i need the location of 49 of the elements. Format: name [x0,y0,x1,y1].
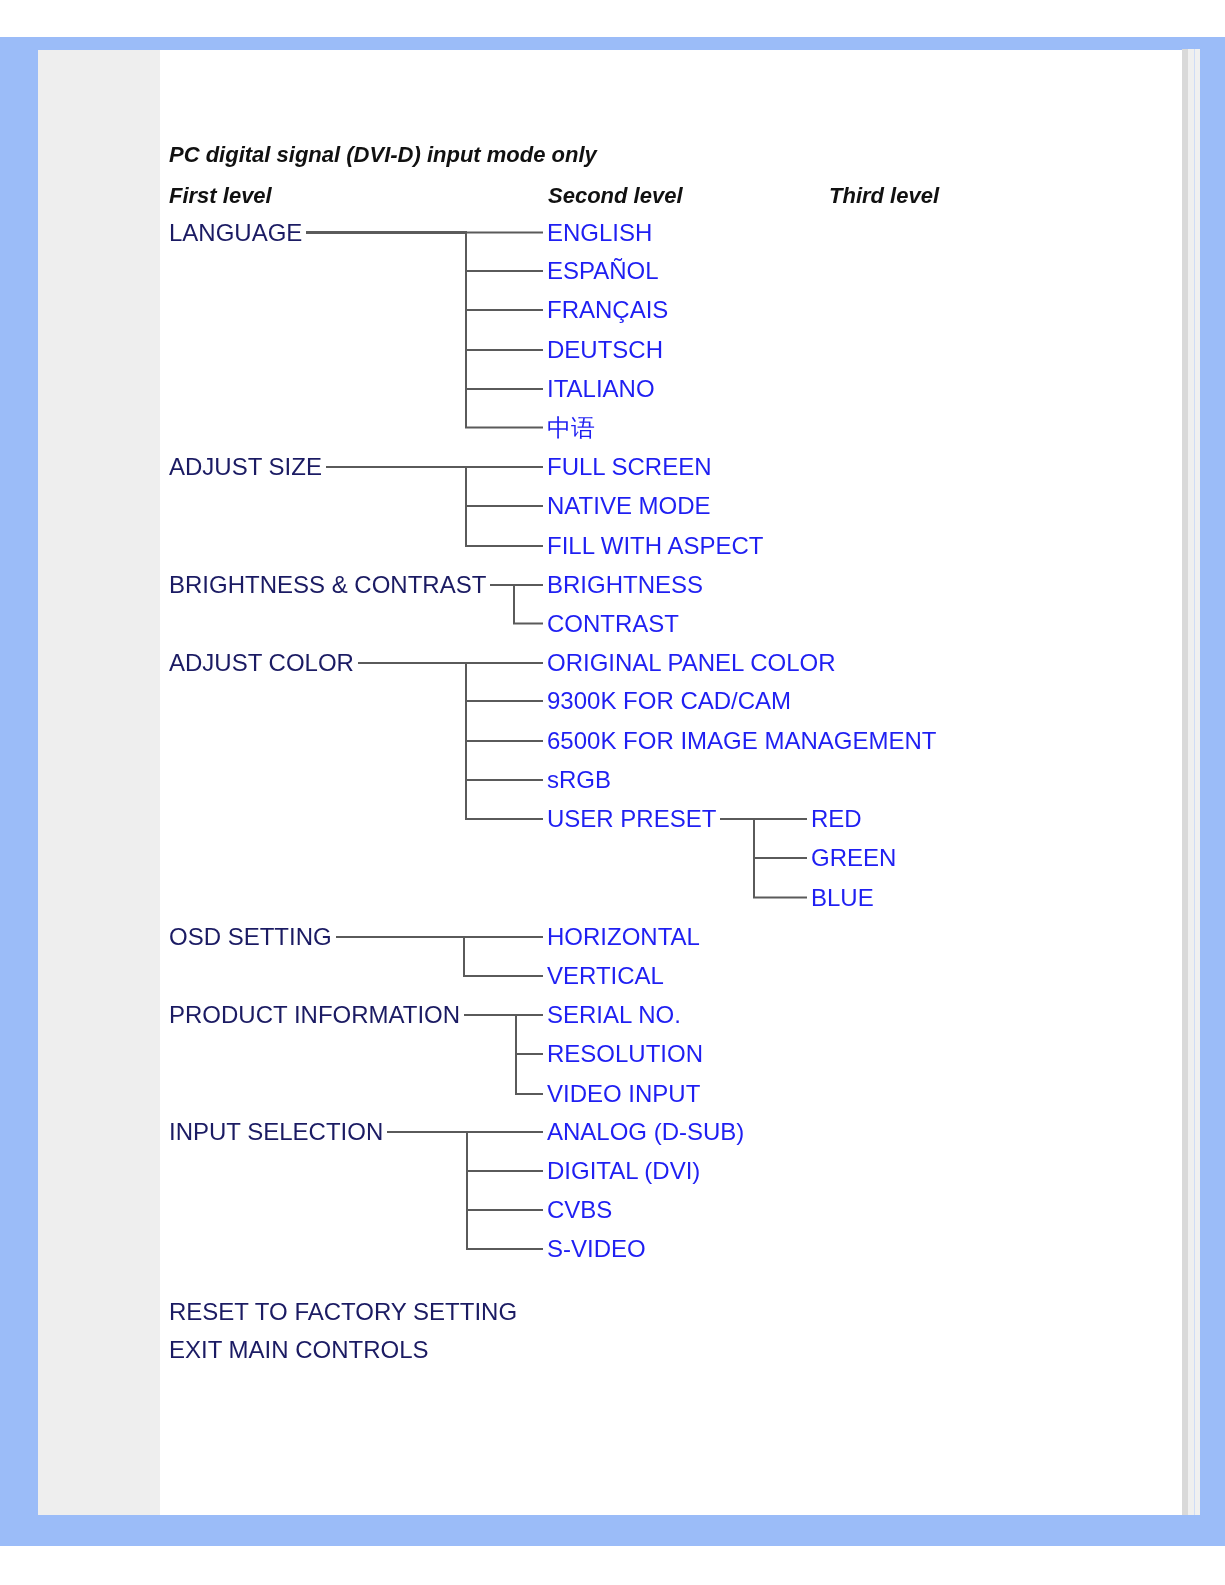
column-heading: Second level [548,182,683,210]
submenu-item: GREEN [807,844,901,872]
submenu-item: DEUTSCH [543,336,667,364]
connector-line [335,936,544,977]
submenu-item: 6500K FOR IMAGE MANAGEMENT [543,727,941,755]
submenu-item: CONTRAST [543,609,683,638]
menu-item: LANGUAGE [165,218,307,247]
submenu-item: 9300K FOR CAD/CAM [543,687,796,715]
menu-item: INPUT SELECTION [165,1118,388,1146]
submenu-item: ANALOG (D-SUB) [543,1118,749,1146]
menu-item: PRODUCT INFORMATION [165,1001,465,1029]
connector-line [719,818,808,899]
submenu-item: DIGITAL (DVI) [543,1157,705,1185]
connector-line [305,231,544,429]
submenu-item: ITALIANO [543,375,659,403]
submenu-item: USER PRESET [543,805,721,833]
connector-line [463,1014,544,1095]
submenu-item: HORIZONTAL [543,923,704,951]
column-heading: Third level [829,182,940,210]
submenu-item: 中语 [543,413,599,442]
column-heading: First level [169,182,272,210]
title: PC digital signal (DVI-D) input mode only [169,141,597,169]
submenu-item: VERTICAL [543,962,668,990]
connector-line [325,466,544,547]
submenu-item: sRGB [543,766,615,794]
submenu-item: FULL SCREEN [543,453,716,481]
submenu-item: ENGLISH [543,218,657,247]
menu-item: RESET TO FACTORY SETTING [169,1298,518,1326]
menu-item: ADJUST COLOR [165,649,358,677]
menu-item: EXIT MAIN CONTROLS [169,1336,429,1364]
submenu-item: FRANÇAIS [543,296,673,324]
submenu-item: RESOLUTION [543,1040,708,1068]
submenu-item: ESPAÑOL [543,257,663,285]
submenu-item: VIDEO INPUT [543,1080,705,1108]
submenu-item: BLUE [807,883,878,912]
submenu-item: BRIGHTNESS [543,571,708,599]
submenu-item: FILL WITH ASPECT [543,532,768,560]
submenu-item: S-VIDEO [543,1235,650,1263]
menu-item: BRIGHTNESS & CONTRAST [165,571,491,599]
submenu-item: RED [807,805,866,833]
submenu-item: SERIAL NO. [543,1001,685,1029]
menu-item: OSD SETTING [165,923,336,951]
connector-line [357,662,544,820]
submenu-item: CVBS [543,1196,617,1224]
submenu-item: ORIGINAL PANEL COLOR [543,649,840,677]
submenu-item: NATIVE MODE [543,492,715,520]
connector-line [489,584,544,625]
connector-line [386,1131,544,1250]
menu-item: ADJUST SIZE [165,453,326,481]
